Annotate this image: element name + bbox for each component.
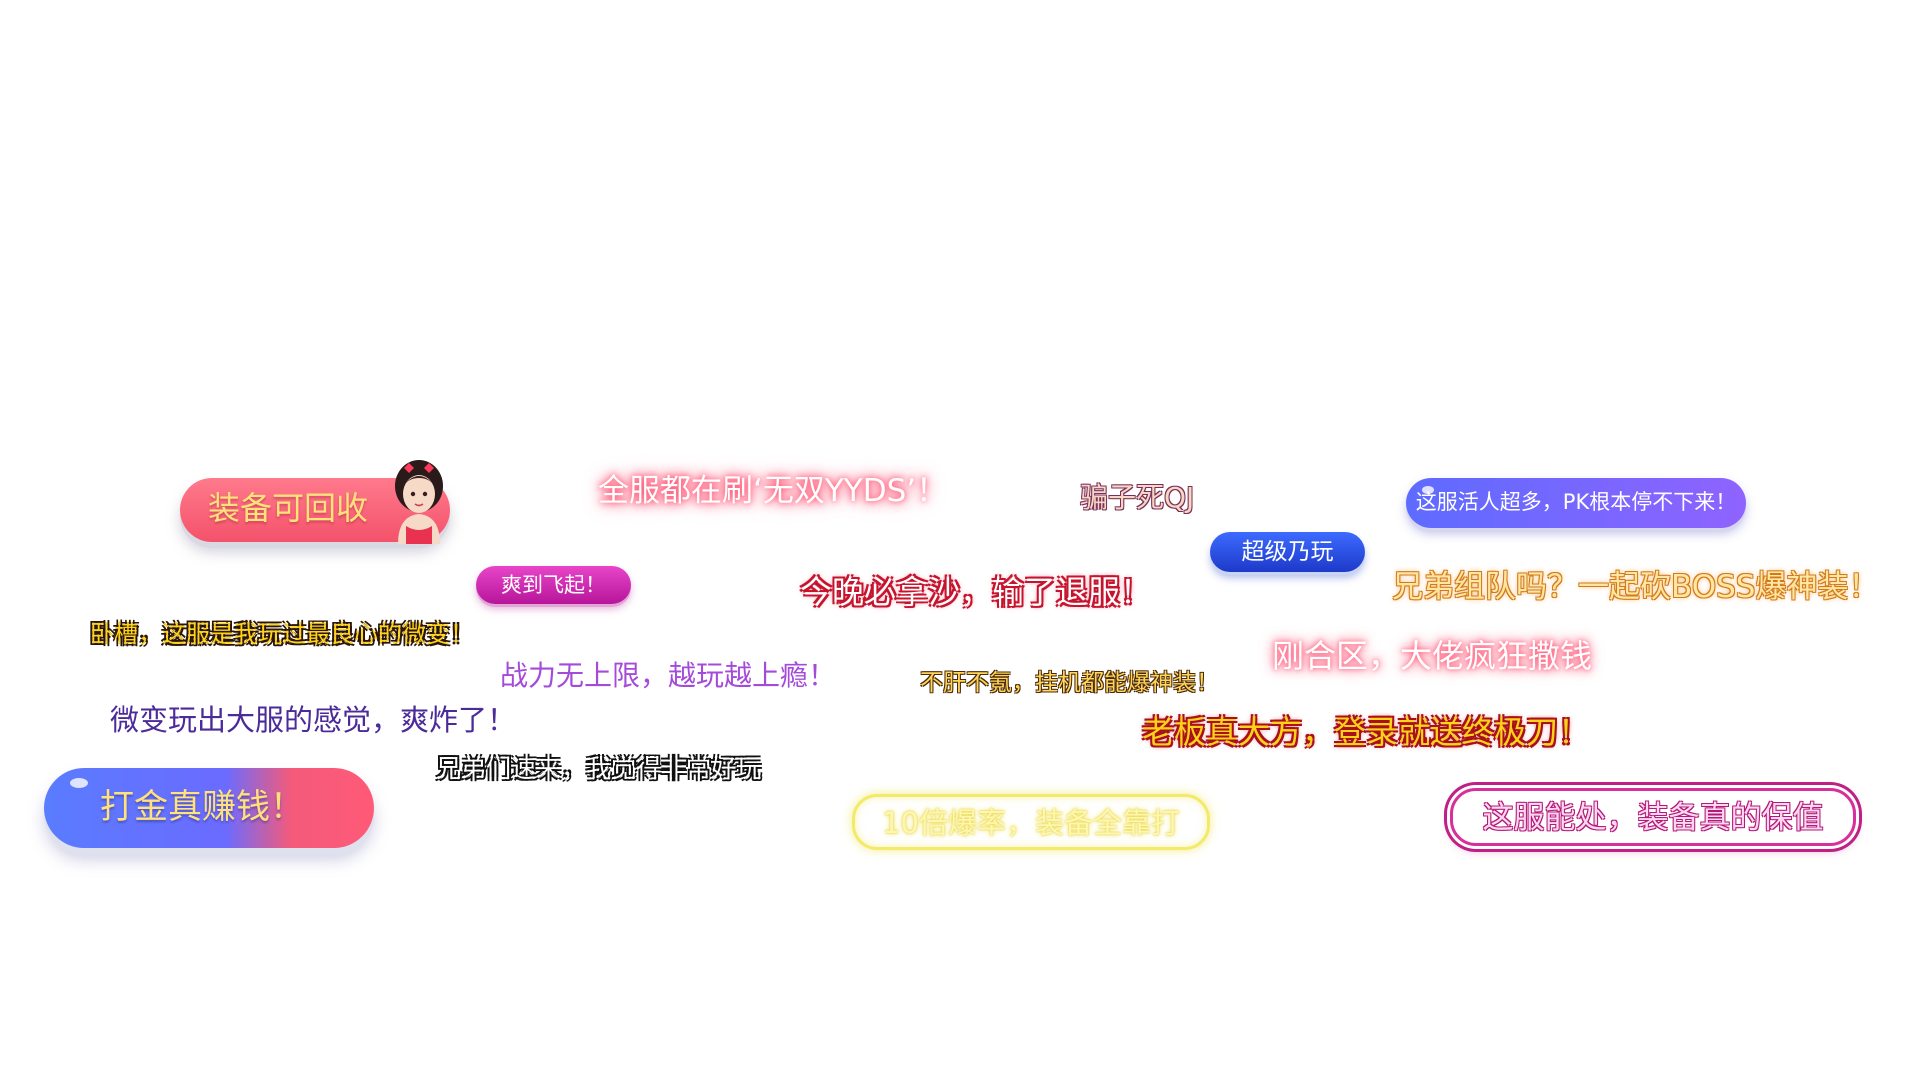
pk-badge-label: 这服活人超多，PK根本停不下来！	[1415, 490, 1737, 514]
pk-badge: 这服活人超多，PK根本停不下来！	[1406, 478, 1746, 528]
danmaku-sand: 今晚必拿沙，输了退服！	[800, 573, 1153, 611]
danmaku-boss-team: 兄弟组队吗？一起砍BOSS爆神装！	[1392, 569, 1880, 605]
danmaku-afk: 不肝不氪，挂机都能爆神装！	[920, 670, 1219, 696]
danmaku-conscience: 卧槽，这服是我玩过最良心的微变！	[90, 620, 474, 648]
danmaku-scam: 骗子死QJ	[1080, 481, 1195, 514]
danmaku-newzone: 刚合区，大佬疯狂撒钱	[1272, 637, 1593, 675]
danmaku-yyds: 全服都在刷‘无双YYDS’！	[598, 473, 948, 509]
drop-rate-badge: 10倍爆率，装备全靠打	[852, 794, 1210, 850]
shine-icon	[1422, 486, 1434, 494]
fly-badge: 爽到飞起！	[476, 566, 631, 604]
super-badge: 超级乃玩	[1210, 532, 1365, 572]
super-badge-label: 超级乃玩	[1241, 539, 1334, 565]
danmaku-boss-generous: 老板真大方，登录就送终极刀！	[1142, 713, 1591, 751]
value-badge-label: 这服能处，装备真的保值	[1482, 800, 1824, 836]
drop-rate-label: 10倍爆率，装备全靠打	[882, 806, 1180, 840]
gold-badge-label: 打金真赚钱！	[100, 787, 304, 827]
danmaku-power: 战力无上限，越玩越上瘾！	[500, 659, 837, 692]
danmaku-big-server: 微变玩出大服的感觉，爽炸了！	[110, 703, 517, 737]
danmaku-brothers: 兄弟们速来，我觉得非常好玩	[436, 754, 762, 783]
anime-girl-avatar-icon	[395, 460, 443, 544]
shine-icon	[70, 778, 88, 788]
fly-badge-label: 爽到飞起！	[501, 573, 606, 597]
recycle-badge-label: 装备可回收	[208, 489, 369, 527]
gold-badge: 打金真赚钱！	[44, 768, 374, 848]
value-badge: 这服能处，装备真的保值	[1450, 788, 1856, 846]
